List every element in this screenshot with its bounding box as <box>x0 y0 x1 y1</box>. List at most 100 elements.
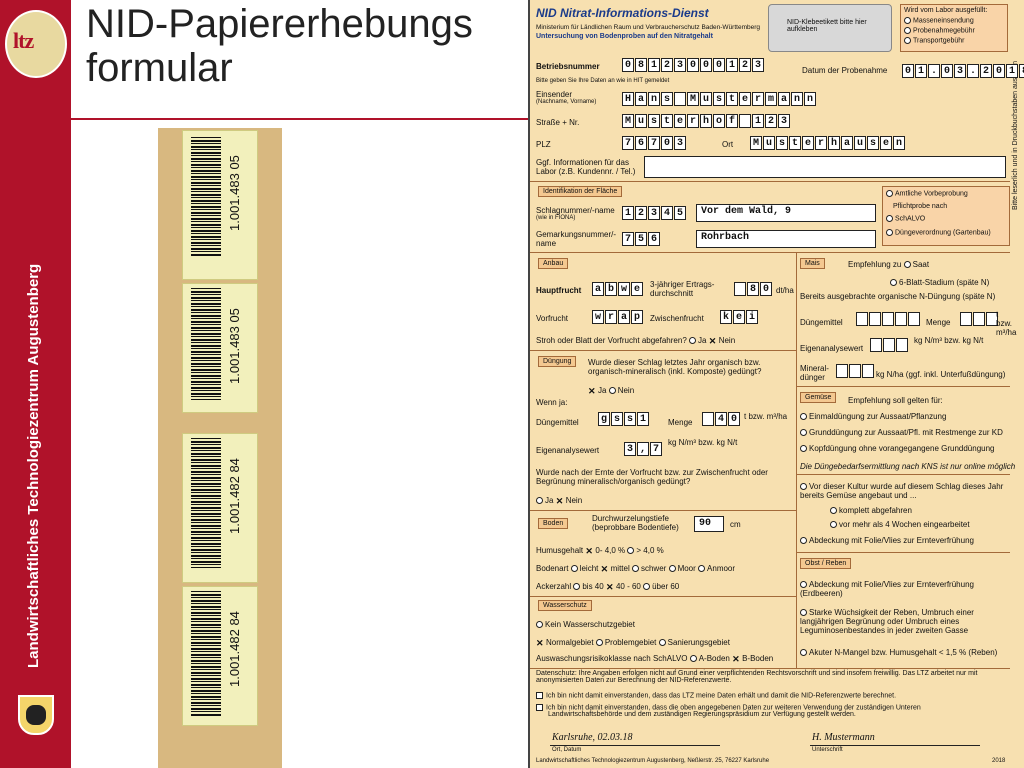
lab-box-title: Wird vom Labor ausgefüllt: <box>904 7 988 14</box>
char-cell: u <box>635 114 647 128</box>
char-cell: w <box>592 310 604 324</box>
schlag-name-field: Vor dem Wald, 9 <box>696 204 876 222</box>
char-cell: 3 <box>624 442 636 456</box>
char-cell: s <box>867 136 879 150</box>
char-cell: 3 <box>648 206 660 220</box>
lab-option: Probenahmegebühr <box>904 27 975 34</box>
signature-line <box>550 745 720 746</box>
char-cell: 4 <box>661 206 673 220</box>
gemarkung-name-field: Rohrbach <box>696 230 876 248</box>
mais-menge-unit: t bzw. m³/ha <box>996 310 1017 337</box>
divider <box>530 510 796 511</box>
char-cell <box>836 364 848 378</box>
anbau-section: Anbau <box>538 258 569 269</box>
schlag-label: Schlagnummer/-name <box>536 206 615 215</box>
char-cell: 4 <box>715 412 727 426</box>
char-cell: M <box>687 92 699 106</box>
char-cell: t <box>726 92 738 106</box>
vor-kultur-option: Vor dieser Kultur wurde auf diesem Schla… <box>800 482 1004 500</box>
divider <box>796 474 1010 475</box>
mais-section: Mais <box>800 258 825 269</box>
title-line-2: formular <box>86 46 233 90</box>
char-cell: s <box>661 92 673 106</box>
char-cell: u <box>700 92 712 106</box>
mais-menge-label: Menge <box>926 318 951 327</box>
divider <box>530 181 1010 182</box>
char-cell: s <box>611 412 623 426</box>
signature-line <box>810 745 980 746</box>
char-cell: r <box>687 114 699 128</box>
nid-form-image: NID Nitrat-Informations-Dienst Ministeri… <box>528 0 1024 768</box>
ort-datum-label: Ort, Datum <box>552 747 582 753</box>
barcode-label: 1.001.482 84 <box>182 433 258 583</box>
datum-label: Datum der Probenahme <box>802 66 888 75</box>
wenn-ja-label: Wenn ja: <box>536 398 568 407</box>
char-cell: k <box>720 310 732 324</box>
char-cell: r <box>815 136 827 150</box>
komplett-option: komplett abgefahren <box>830 506 912 515</box>
ort-label: Ort <box>722 140 734 149</box>
char-cell: f <box>726 114 738 128</box>
kein-wsg-option: Kein Wasserschutzgebiet <box>536 620 635 629</box>
mais-menge-cells <box>960 312 999 326</box>
duengung-section: Düngung <box>538 356 577 367</box>
eigenanalyse-unit: kg N/m³ bzw. kg N/t <box>668 438 738 447</box>
char-cell: 3 <box>674 136 686 150</box>
gemarkung-label: Gemarkungsnummer/-name <box>536 230 617 248</box>
barcode-label: 1.001.483 05 <box>182 283 258 413</box>
title-divider <box>71 118 531 120</box>
menge-unit: t bzw. m³/ha <box>744 412 788 421</box>
char-cell: 8 <box>635 58 647 72</box>
char-cell: 0 <box>941 64 953 78</box>
char-cell: g <box>598 412 610 426</box>
gemuese-option: Einmaldüngung zur Aussaat/Pflanzung <box>800 412 946 421</box>
char-cell: h <box>700 114 712 128</box>
char-cell: 1 <box>648 58 660 72</box>
gemuese-option: Kopfdüngung ohne vorangegangene Grunddün… <box>800 444 995 453</box>
char-cell: M <box>622 114 634 128</box>
plz-label: PLZ <box>536 140 551 149</box>
obst-abdeckung-option: Abdeckung mit Folie/Vlies zur Ernteverfr… <box>800 580 974 598</box>
divider <box>530 252 1010 253</box>
ackerzahl-row: Ackerzahl bis 40 ✕40 - 60 über 60 <box>536 581 680 592</box>
betriebsnummer-label: Betriebsnummer <box>536 62 600 71</box>
char-cell: 3 <box>778 114 790 128</box>
starke-option: Starke Wüchsigkeit der Reben, Umbruch ei… <box>800 608 974 635</box>
vorbeprobung-box: Amtliche Vorbeprobung Pflichtprobe nach … <box>882 186 1010 246</box>
durchwurzelung-field: 90 <box>694 516 724 532</box>
form-header-title: NID Nitrat-Informations-Dienst <box>536 6 709 20</box>
char-cell: 0 <box>993 64 1005 78</box>
char-cell: 0 <box>713 58 725 72</box>
barcode <box>191 438 221 568</box>
strasse-label: Straße + Nr. <box>536 118 580 127</box>
barcode-number: 1.001.482 84 <box>227 458 242 534</box>
consent-1: Ich bin nicht damit einverstanden, dass … <box>536 692 1006 699</box>
gemuese-note: Die Düngebedarfsermittlung nach KNS ist … <box>800 462 1016 471</box>
sidebar-institution-text: Landwirtschaftliches Technologiezentrum … <box>25 263 42 668</box>
char-cell: 3 <box>954 64 966 78</box>
lab-option: Transportgebühr <box>904 37 965 44</box>
char-cell <box>739 114 751 128</box>
mais-duengemittel-label: Düngemittel <box>800 318 843 327</box>
duengung-answer: ✕Ja Nein <box>588 385 635 396</box>
char-cell <box>973 312 985 326</box>
char-cell <box>869 312 881 326</box>
char-cell: i <box>746 310 758 324</box>
char-cell: 8 <box>1019 64 1024 78</box>
char-cell: 2 <box>765 114 777 128</box>
menge-label: Menge <box>668 418 693 427</box>
barcode-label-photo: 1.001.483 05 1.001.483 05 1.001.482 84 1… <box>158 128 282 768</box>
mais-eigenanalyse-label: Eigenanalysewert <box>800 344 864 353</box>
duengemittel-label: Düngemittel <box>536 418 579 427</box>
char-cell: 5 <box>674 206 686 220</box>
char-cell: 0 <box>760 282 772 296</box>
ernte-question: Wurde nach der Ernte der Vorfrucht bzw. … <box>536 468 768 486</box>
vorbeprobung-option: Amtliche Vorbeprobung <box>886 190 968 197</box>
stroh-question: Stroh oder Blatt der Vorfrucht abgefahre… <box>536 335 736 346</box>
char-cell: M <box>750 136 762 150</box>
char-cell: u <box>854 136 866 150</box>
